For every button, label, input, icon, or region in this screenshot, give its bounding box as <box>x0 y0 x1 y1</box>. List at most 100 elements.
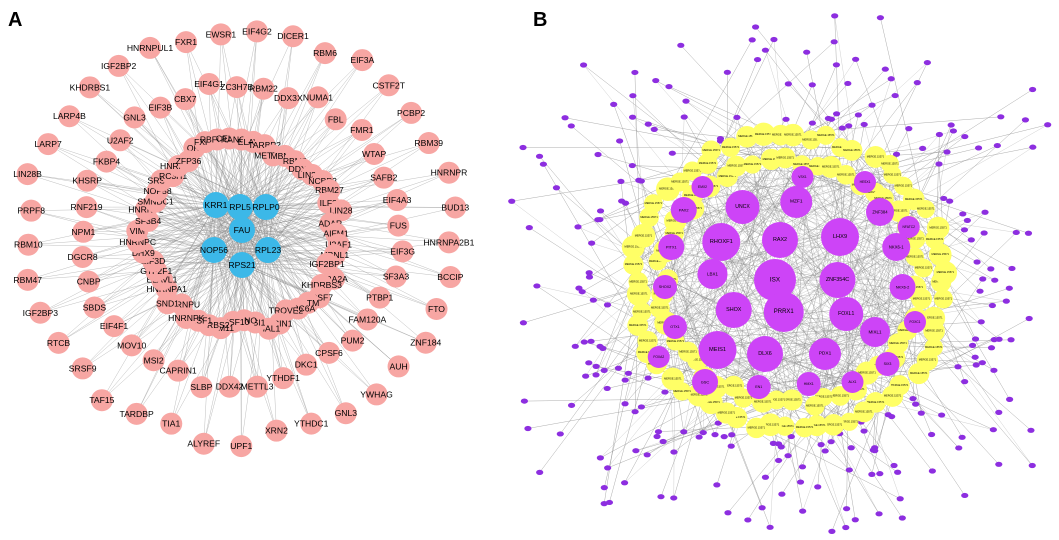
node-sf3a3: SF3A3 <box>383 265 409 288</box>
leaf-node <box>782 116 790 122</box>
node-circle <box>29 301 52 324</box>
panel-a-edge <box>161 264 243 280</box>
ring-node-label: MERGE.15571 <box>874 196 892 200</box>
node-circle <box>149 96 172 119</box>
leaf-node <box>644 375 652 381</box>
node-circle <box>414 331 437 354</box>
hub-node-mzf1: MZF1 <box>780 186 813 218</box>
panel-a-edge <box>27 173 217 206</box>
panel-b-edge <box>675 341 809 385</box>
node-label: YWHAG <box>360 389 393 399</box>
leaf-node <box>842 506 851 512</box>
hub-node-nkx6-2: NKX6-2 <box>889 274 916 300</box>
panel-a-edge <box>27 249 215 281</box>
hub-node-circle <box>702 223 741 261</box>
ring-node-circle <box>853 401 875 423</box>
node-label: RPL23 <box>255 245 281 255</box>
node-lin28b: LIN28B <box>13 163 42 186</box>
center-node-rplp0: RPLP0 <box>252 194 280 220</box>
panel-b-edge <box>674 181 866 234</box>
center-node-rpl5: RPL5 <box>227 194 253 220</box>
ring-node: MERGE.15571 <box>774 147 796 169</box>
panel-a-edge <box>241 223 331 266</box>
node-circle <box>16 268 39 291</box>
ring-node-label: MERGE.15571 <box>625 245 643 249</box>
hub-node-label: NKX6-1 <box>889 245 904 250</box>
node-circle <box>387 214 410 237</box>
leaf-node <box>624 370 633 376</box>
hub-node-foxa2: FOXA2 <box>647 346 670 368</box>
leaf-node <box>637 178 645 184</box>
panel-a-edge <box>241 229 322 286</box>
ring-node-label: MERGE.15571 <box>895 184 913 188</box>
node-label: ZC3H7B <box>220 82 253 92</box>
hub-node-en1: EN1 <box>746 375 771 399</box>
ring-node-label: MERGE.15571 <box>809 164 827 168</box>
ring-node: MERGE.15571 <box>736 125 758 148</box>
leaf-node <box>720 434 728 440</box>
node-label: EIF4F1 <box>100 321 128 331</box>
leaf-node <box>536 469 544 475</box>
ring-node-circle <box>670 172 690 192</box>
node-khdrbs1: KHDRBS1 <box>70 76 110 99</box>
node-label: NPM1 <box>71 227 95 237</box>
leaf-node <box>588 240 596 246</box>
node-eif3b: EIF3B <box>148 96 173 119</box>
node-label: SAFB2 <box>370 173 397 183</box>
leaf-node <box>845 123 853 129</box>
ring-node-circle <box>781 123 805 147</box>
ring-node-label: MERGE.15571 <box>808 423 826 427</box>
node-label: RBM47 <box>13 275 42 285</box>
leaf-node <box>552 185 561 191</box>
hub-node-circle <box>819 262 856 298</box>
panel-b-edge <box>894 357 983 363</box>
node-circle <box>230 435 253 458</box>
hub-node-hesx1: HESX1 <box>854 171 876 193</box>
leaf-node <box>808 120 816 126</box>
node-bccip: BCCIP <box>437 266 464 289</box>
panel-a-edge <box>86 206 243 231</box>
leaf-node <box>596 455 604 461</box>
hub-node-label: OTX1 <box>670 325 679 329</box>
ring-node-circle <box>723 375 745 397</box>
node-circle <box>439 266 462 289</box>
leaf-node <box>600 367 608 373</box>
node-label: GNL3 <box>123 112 146 122</box>
ring-node-circle <box>822 414 845 436</box>
node-circle <box>229 252 255 278</box>
ring-node: MERGE.15571 <box>864 146 887 168</box>
leaf-node <box>774 457 783 464</box>
hub-node-circle <box>697 259 728 289</box>
leaf-node <box>955 445 963 451</box>
ring-node: MERGE.15571 <box>628 272 648 292</box>
node-circle <box>107 54 130 77</box>
node-label: KHSRP <box>72 176 102 186</box>
node-label: MBNL2 <box>270 151 299 161</box>
leaf-node <box>990 367 998 373</box>
hub-node-znf384: ZNF384 <box>866 198 894 226</box>
panel-b-edge <box>727 396 824 513</box>
panel-b-edge <box>733 157 786 311</box>
hub-node-uncx: UNCX <box>725 190 760 224</box>
ring-node-label: MERGE.15571 <box>884 394 902 398</box>
node-circle <box>120 334 143 357</box>
node-circle <box>351 49 374 72</box>
leaf-node <box>919 145 927 152</box>
ring-node-label: MERGE.15571 <box>735 396 753 400</box>
node-upf1: UPF1 <box>230 435 253 458</box>
node-circle <box>363 142 386 165</box>
node-circle <box>203 192 229 218</box>
ring-node: MERGE.15571 <box>881 385 904 407</box>
panel-b-edge <box>673 326 676 498</box>
node-circle <box>229 217 255 243</box>
node-label: TAF15 <box>89 395 114 405</box>
leaf-node <box>987 266 995 272</box>
leaf-node <box>980 230 988 236</box>
panel-a-edge <box>267 98 289 251</box>
leaf-node <box>680 429 688 435</box>
node-label: WTAP <box>362 149 386 159</box>
node-label: TIA1 <box>162 419 180 429</box>
panel-a-edge <box>265 206 307 365</box>
leaf-node <box>972 362 980 368</box>
ring-node-label: MERGE.15571 <box>640 215 658 219</box>
